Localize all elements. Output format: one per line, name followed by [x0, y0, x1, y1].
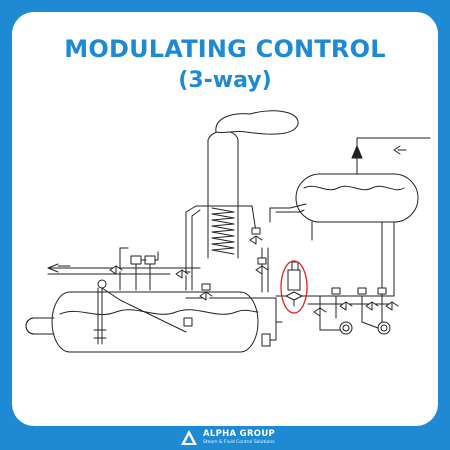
boiler-vessel [51, 279, 259, 353]
brand-name: ALPHA GROUP [203, 429, 276, 439]
alpha-triangle-logo-icon [181, 430, 197, 445]
condensate-return-line [311, 221, 395, 297]
safety-valves [109, 247, 159, 291]
chimney [207, 110, 299, 259]
control-valve-highlight [280, 260, 308, 314]
pump-stations [307, 287, 399, 335]
valve-station-mid [249, 227, 269, 275]
heat-exchanger-coil [211, 207, 235, 255]
footer: ALPHA GROUP Steam & Fluid Control Soluti… [0, 428, 450, 450]
three-way-control-valve [275, 261, 321, 307]
brand-tagline: Steam & Fluid Control Solutions [203, 440, 275, 445]
receiver-tank [295, 137, 431, 297]
page-subtitle: (3-way) [178, 68, 272, 93]
valve-station-left [175, 269, 213, 301]
steam-outlet-line [47, 263, 201, 275]
page-title: MODULATING CONTROL [64, 35, 386, 63]
burner-outlet [25, 317, 55, 335]
